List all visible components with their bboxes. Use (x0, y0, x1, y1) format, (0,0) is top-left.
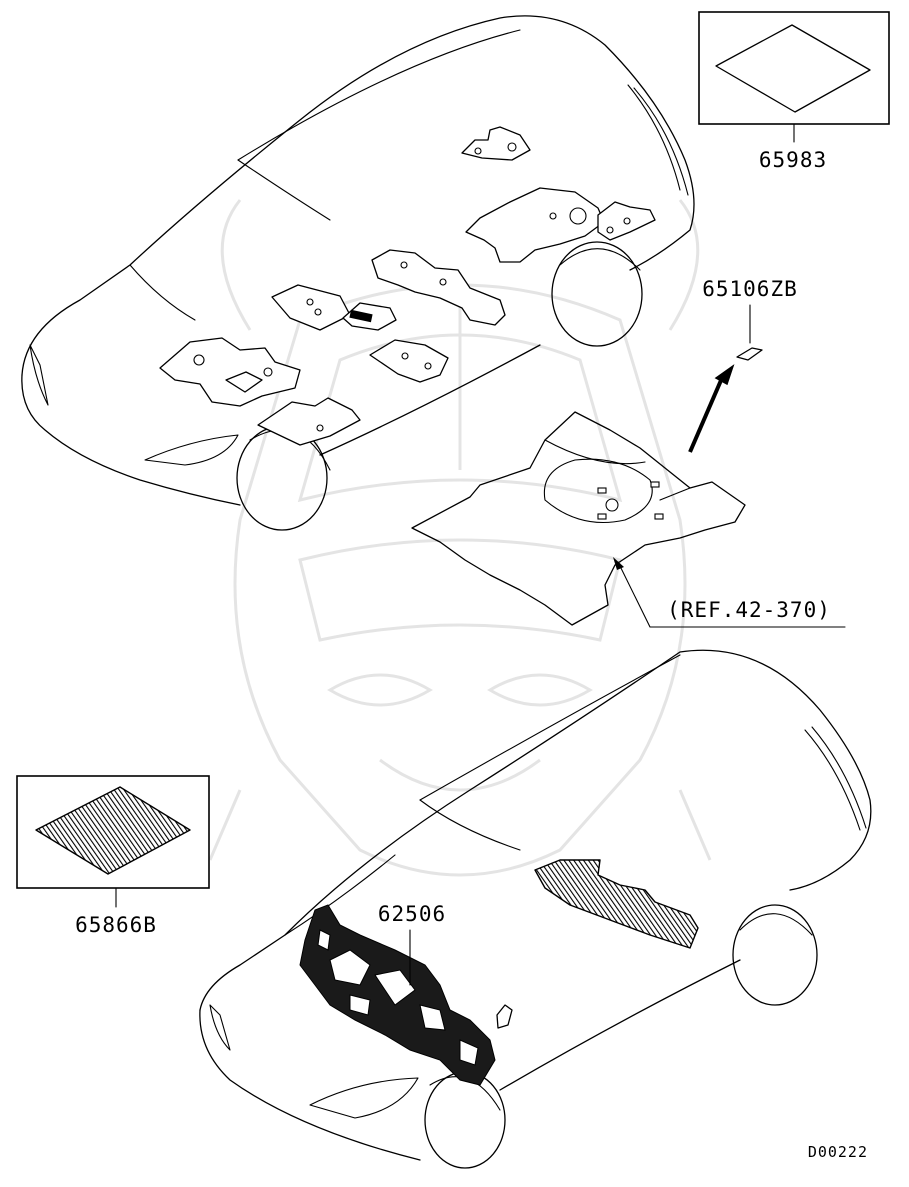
label-62506: 62506 (378, 902, 446, 926)
watermark-emblem (208, 199, 712, 877)
diagram-code: D00222 (808, 1143, 868, 1161)
top-car-outline (21, 15, 695, 531)
label-65866b: 65866B (75, 913, 157, 937)
ref-leader (613, 557, 846, 628)
label-65983: 65983 (759, 148, 827, 172)
part-box-65983 (698, 11, 890, 143)
floor-pads (159, 126, 656, 446)
label-65106zb: 65106ZB (702, 277, 798, 301)
plug-arrow (688, 304, 763, 453)
bottom-car-outline (199, 649, 872, 1169)
floor-panel (411, 411, 746, 626)
label-ref: (REF.42-370) (667, 598, 831, 622)
part-box-65866b (16, 775, 210, 908)
bottom-silencer (534, 859, 699, 949)
dash-insulator-part (299, 904, 513, 1086)
